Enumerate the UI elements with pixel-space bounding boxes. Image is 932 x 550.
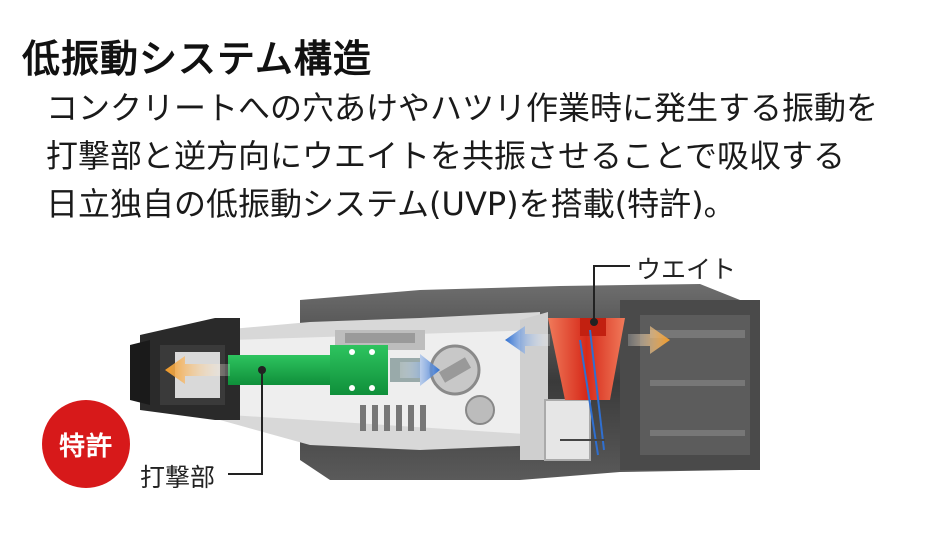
page-title: 低振動システム構造 (22, 37, 372, 81)
description-line: 打撃部と逆方向にウエイトを共振させることで吸収する (46, 137, 846, 175)
description-line: コンクリートへの穴あけやハツリ作業時に発生する振動を (46, 89, 879, 127)
patent-badge: 特許 (42, 400, 130, 488)
vibration-arrows (165, 326, 670, 386)
striker-label: 打撃部 (140, 463, 216, 492)
description-line: 日立独自の低振動システム(UVP)を搭載(特許)。 (46, 185, 736, 223)
description: コンクリートへの穴あけやハツリ作業時に発生する振動を 打撃部と逆方向にウエイトを… (46, 84, 878, 228)
weight-label: ウエイト (636, 255, 737, 284)
leader-lines (228, 265, 630, 475)
weight-part (548, 318, 625, 456)
striker-part (228, 345, 420, 395)
